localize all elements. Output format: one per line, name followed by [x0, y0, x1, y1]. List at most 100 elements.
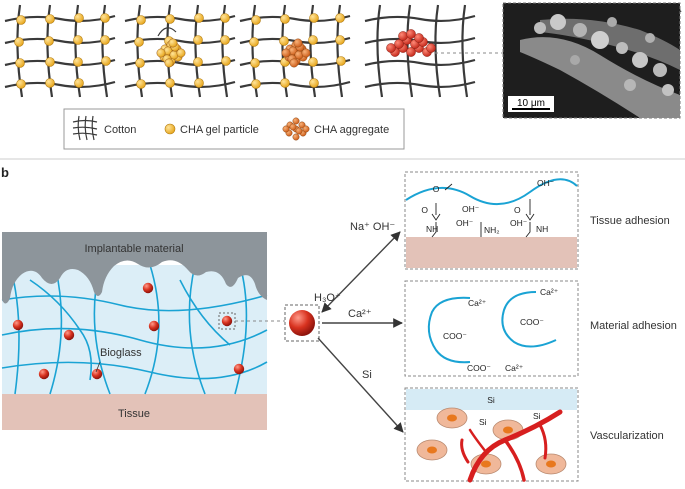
aggregate-icon	[282, 117, 310, 141]
gel-particle	[165, 14, 175, 24]
gel-particle-icon	[164, 123, 176, 135]
tissue-layer	[2, 394, 267, 430]
bioglass-leader	[95, 361, 101, 373]
gel-particle	[335, 13, 345, 23]
aggregate-particle	[295, 127, 303, 135]
bioglass-sphere	[233, 363, 245, 375]
aggregate-particle	[398, 31, 408, 41]
ion-ca: Ca²⁺	[348, 308, 372, 320]
legend-gel-label: CHA gel particle	[180, 124, 259, 136]
gel-particle	[74, 13, 84, 23]
aggregate-particle	[282, 125, 290, 133]
chem-o3: O	[514, 205, 521, 215]
gel-particle	[44, 36, 54, 46]
aggregate-particle	[414, 33, 424, 43]
tissue-adhesion-box: O O NH O NH NH₂ OH⁻ OH⁻ OH⁻ OH⁻	[404, 171, 579, 270]
gel-particle	[135, 58, 145, 68]
gel-particle	[309, 13, 319, 23]
material-adhesion-box: Ca²⁺ Ca²⁺ COO⁻ COO⁻ COO⁻ Ca²⁺	[404, 280, 579, 377]
gel-particle	[45, 14, 55, 24]
aggregate-particle	[406, 47, 416, 57]
gel-particle	[251, 79, 261, 89]
ion-si: Si	[362, 369, 372, 381]
cha-aggregate-cluster	[281, 38, 311, 68]
gel-particle	[308, 35, 318, 45]
gel-particle	[193, 57, 203, 67]
cell-nucleus	[481, 460, 491, 468]
gel-particle	[308, 57, 318, 67]
gel-particle	[336, 56, 346, 66]
scale-bar-label: 10 μm	[517, 98, 545, 109]
cotton-mesh-1	[4, 4, 116, 98]
strand-icon	[157, 27, 177, 37]
chem-coo3: COO⁻	[467, 363, 491, 373]
implant-label: Implantable material	[84, 243, 183, 255]
zoom-sphere	[289, 310, 315, 336]
gel-particle	[15, 58, 25, 68]
fiber-network	[1, 264, 268, 395]
gel-particle	[136, 79, 146, 89]
sem-image: 10 μm	[502, 2, 681, 119]
chem-oh4: OH⁻	[456, 218, 474, 228]
bioglass-spheres	[12, 282, 245, 380]
implantable-material	[2, 232, 267, 304]
bioglass-label: Bioglass	[100, 347, 142, 359]
gel-particle	[194, 13, 204, 23]
vascularization-box: Si Si Si	[404, 387, 579, 483]
chem-si-b: Si	[533, 411, 541, 421]
gel-particle	[309, 78, 319, 88]
cell-nucleus	[546, 460, 556, 468]
gel-particle	[45, 78, 55, 88]
gel-particle	[16, 15, 26, 25]
gel-particle	[280, 14, 290, 24]
aggregate-particle	[394, 39, 404, 49]
chem-o: O	[433, 184, 440, 194]
gel-particle	[73, 57, 83, 67]
gel-particle	[73, 35, 83, 45]
gel-particle	[251, 15, 261, 25]
aggregate-particle	[426, 43, 436, 53]
cotton-thread	[364, 14, 476, 23]
gel-particle	[134, 37, 144, 47]
cotton-thread	[461, 4, 469, 98]
bioglass-sphere	[148, 320, 160, 332]
ion-na-oh: Na⁺ OH⁻	[350, 221, 395, 233]
bioglass-sphere	[142, 282, 154, 294]
tissue-label: Tissue	[118, 408, 150, 420]
cha-aggregate-red-cluster	[386, 29, 436, 57]
aggregate-particle	[386, 43, 396, 53]
chem-oh1: OH⁻	[537, 178, 555, 188]
gel-particle	[279, 36, 289, 46]
cotton-thread	[376, 4, 384, 98]
gel-particle	[136, 15, 146, 25]
cell-nucleus	[447, 414, 457, 422]
gel-particle	[100, 13, 110, 23]
cotton-thread	[434, 4, 442, 98]
gel-particle	[250, 58, 260, 68]
chem-coo1: COO⁻	[520, 317, 544, 327]
chem-nh-b: NH	[536, 224, 548, 234]
chem-oh3: OH⁻	[510, 218, 528, 228]
gel-particle	[220, 13, 230, 23]
aggregate-particle	[302, 125, 310, 133]
legend-cotton-icon	[72, 115, 98, 141]
chem-ca1: Ca²⁺	[468, 298, 487, 308]
aggregate-particle	[292, 133, 300, 141]
gel-particle	[101, 56, 111, 66]
aggregate-particle	[292, 117, 300, 125]
gel-particle	[100, 35, 110, 45]
chem-nh2: NH₂	[484, 225, 500, 235]
gel-particle	[164, 58, 174, 68]
chem-ca2: Ca²⁺	[540, 287, 559, 297]
chem-coo2: COO⁻	[443, 331, 467, 341]
gel-particle	[16, 79, 26, 89]
gel-particle	[221, 56, 231, 66]
chem-si-a: Si	[479, 417, 487, 427]
cell-nucleus	[503, 426, 513, 434]
chem-o2: O	[421, 205, 428, 215]
gel-particle	[335, 35, 345, 45]
cotton-thread	[101, 4, 109, 98]
chem-ca3: Ca²⁺	[505, 363, 524, 373]
bioglass-sphere	[63, 329, 75, 341]
